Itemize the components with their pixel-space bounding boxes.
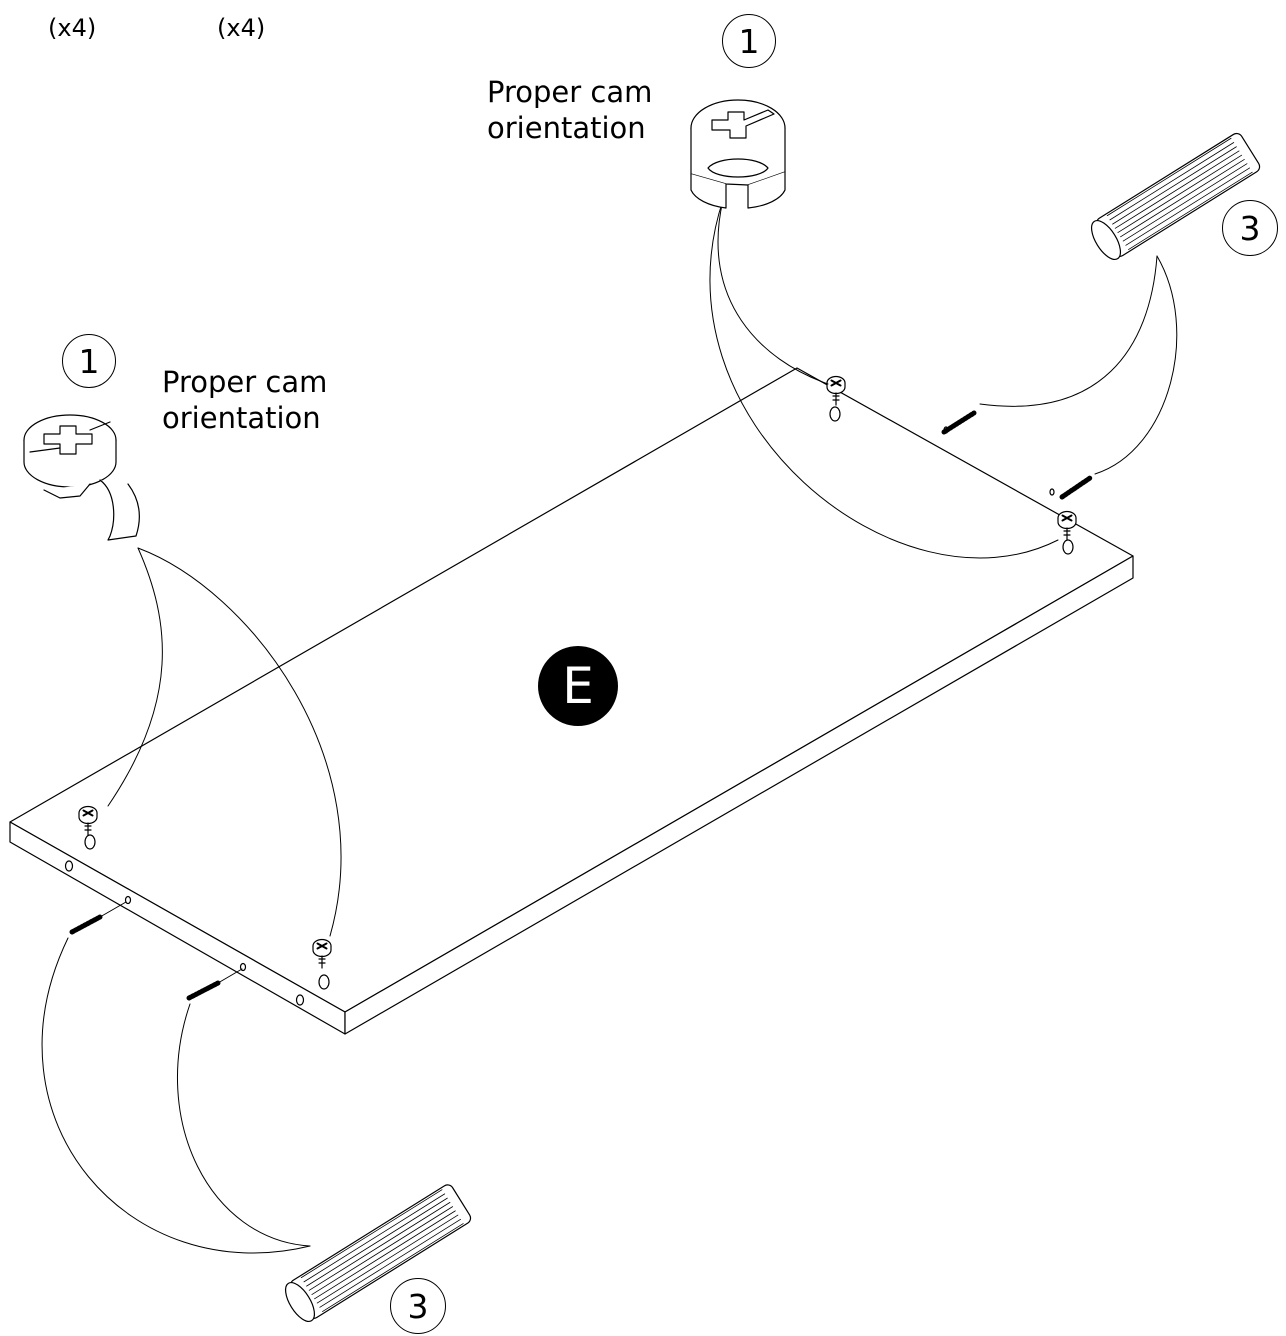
wood-dowel-icon [284,1184,472,1322]
wood-dowel-icon [1090,132,1261,260]
panel-label-badge: E [538,646,618,726]
cam-orientation-note-right: Proper cam orientation [487,74,652,146]
part-callout-dowel-right: 3 [1222,200,1278,256]
cam-orientation-note-left: Proper cam orientation [162,364,327,436]
cam-lock-icon [690,99,786,209]
threaded-pins [69,410,1093,1001]
note-line-2: orientation [162,401,321,435]
quantity-cam-bolts: (x4) [48,14,97,42]
part-callout-dowel-bottom: 3 [390,1278,446,1334]
part-callout-cam-right: 1 [722,14,776,68]
cam-lock-icon [23,414,140,541]
part-callout-cam-left: 1 [62,334,116,388]
note-line-1: Proper cam [487,75,653,109]
quantity-cam-locks: (x4) [217,14,266,42]
note-line-2: orientation [487,111,646,145]
leader-lines [41,199,1178,1254]
note-line-1: Proper cam [162,365,328,399]
